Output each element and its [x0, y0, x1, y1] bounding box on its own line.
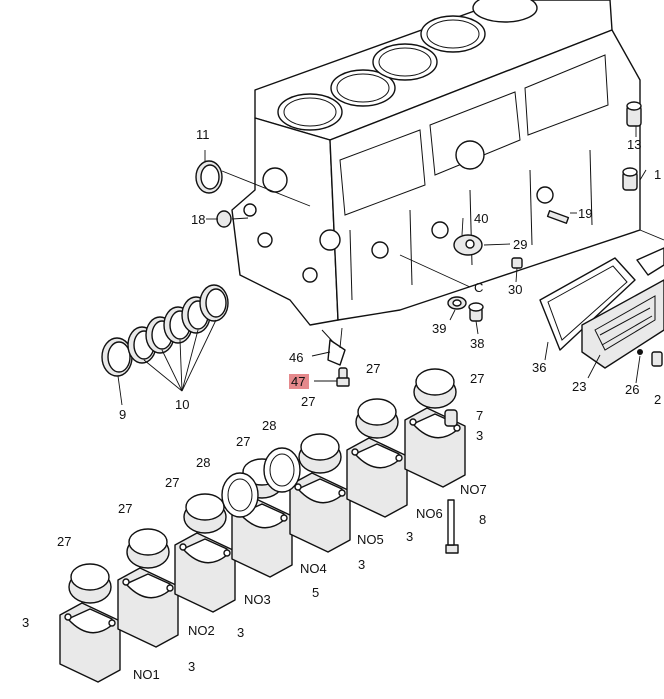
cap-bolt-hole — [108, 619, 116, 627]
callout-10: 10 — [175, 397, 189, 412]
callout-39: 39 — [432, 321, 446, 336]
cap-bolt-hole — [409, 418, 417, 426]
thrust-washer-inner — [269, 453, 295, 487]
cover-23 — [581, 279, 664, 369]
plug-38 — [468, 302, 484, 322]
washer-39 — [447, 296, 467, 310]
callout-19: 19 — [578, 206, 592, 221]
callout-27: 27 — [301, 394, 315, 409]
bearing-shell-inner — [357, 398, 397, 426]
bearing-shell-inner — [415, 368, 455, 396]
plug-18 — [216, 210, 232, 228]
callout-27: 27 — [165, 475, 179, 490]
engine-block — [231, 0, 641, 326]
bearing-shell-inner — [128, 528, 168, 556]
callout-highlight — [289, 374, 309, 389]
cap-bolt-hole — [280, 514, 288, 522]
bolt-30 — [511, 257, 523, 269]
callout-13: 13 — [627, 137, 641, 152]
callout-3: 3 — [188, 659, 195, 674]
callout-29: 29 — [513, 237, 527, 252]
callout-18: 18 — [191, 212, 205, 227]
callout-no1: NO1 — [133, 667, 160, 682]
callout-27: 27 — [118, 501, 132, 516]
gasket-36 — [539, 247, 664, 351]
cover-29 — [453, 234, 483, 256]
callout-no3: NO3 — [244, 592, 271, 607]
dowel-7 — [444, 409, 458, 427]
thrust-washer — [263, 447, 301, 493]
liner-seal-rings — [101, 284, 229, 377]
callout-36: 36 — [532, 360, 546, 375]
callout-2: 2 — [654, 392, 661, 407]
cap-bolt-hole — [179, 543, 187, 551]
cap-bolt-hole — [294, 483, 302, 491]
callout-3: 3 — [237, 625, 244, 640]
thrust-washer — [221, 472, 259, 518]
callout-3: 3 — [358, 557, 365, 572]
callout-5: 5 — [312, 585, 319, 600]
callout-3: 3 — [476, 428, 483, 443]
cap-bolt-hole — [395, 454, 403, 462]
callout-23: 23 — [572, 379, 586, 394]
bearing-shell-inner — [300, 433, 340, 461]
plug-13 — [622, 101, 642, 191]
callout-no5: NO5 — [357, 532, 384, 547]
thrust-washer-inner — [227, 478, 253, 512]
callout-3: 3 — [22, 615, 29, 630]
callout-28: 28 — [262, 418, 276, 433]
cap-bolt-hole — [166, 584, 174, 592]
cap-bolt-hole — [351, 448, 359, 456]
callout-47: 47 — [291, 374, 305, 389]
callout-9: 9 — [119, 407, 126, 422]
callout-38: 38 — [470, 336, 484, 351]
bolt-19 — [546, 210, 570, 224]
callout-3: 3 — [406, 529, 413, 544]
callout-11: 11 — [196, 127, 210, 142]
cap-bolt-hole — [223, 549, 231, 557]
bearing-shell-inner — [70, 563, 110, 591]
bolt-47 — [336, 367, 350, 387]
callout-30: 30 — [508, 282, 522, 297]
callout-27: 27 — [366, 361, 380, 376]
bolt-26 — [637, 349, 663, 367]
callout-46: 46 — [289, 350, 303, 365]
callout-27: 27 — [236, 434, 250, 449]
callout-no4: NO4 — [300, 561, 327, 576]
cap-bolt-hole — [64, 613, 72, 621]
leader-lines — [117, 126, 664, 406]
callout-no7: NO7 — [460, 482, 487, 497]
seal-11 — [195, 160, 223, 194]
callout-7: 7 — [476, 408, 483, 423]
callout-no2: NO2 — [188, 623, 215, 638]
callout-1: 1 — [654, 167, 661, 182]
callout-8: 8 — [479, 512, 486, 527]
cap-bolt-hole — [122, 578, 130, 586]
callout-27: 27 — [470, 371, 484, 386]
callout-27: 27 — [57, 534, 71, 549]
cap-bolt-8-shank — [447, 499, 455, 546]
callout-28: 28 — [196, 455, 210, 470]
bearing-caps — [59, 368, 466, 683]
callout-40: 40 — [474, 211, 488, 226]
callout-c: C — [474, 280, 483, 295]
callout-no6: NO6 — [416, 506, 443, 521]
bearing-shell-inner — [185, 493, 225, 521]
cap-bolt-hole — [338, 489, 346, 497]
callout-26: 26 — [625, 382, 639, 397]
